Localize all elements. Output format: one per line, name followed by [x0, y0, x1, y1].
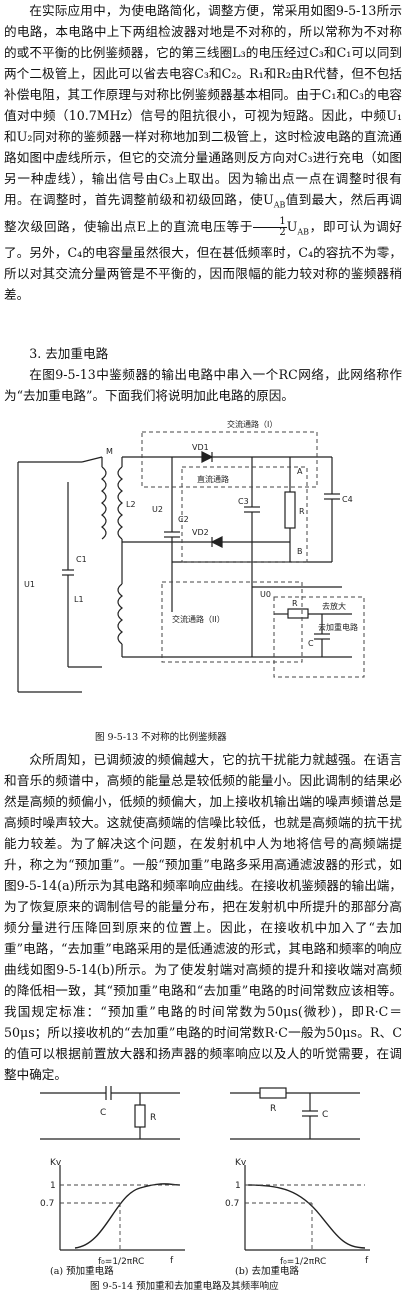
section-heading: 3. 去加重电路	[29, 346, 109, 361]
subcaption-a: (a) 预加重电路	[50, 1266, 114, 1277]
figure-ratio-detector-circuit: VD1 交流通路（I） 直流通路 VD2 交流通路（II） A B C4 C1 …	[17, 419, 365, 693]
label-b-fo: f₀=1/2πRC	[280, 1257, 326, 1267]
label-b-f: f	[365, 1256, 369, 1266]
paragraph-ratio-detector: 在实际应用中，为使电路简化，调整方便，常采用如图9-5-13所示的电路，本电路中…	[4, 3, 403, 303]
label-b-kv: Kv	[235, 1158, 247, 1168]
label-ac-path-top: 交流通路（I）	[227, 419, 277, 429]
label-l1: L1	[74, 595, 84, 604]
label-a-one: 1	[50, 1181, 56, 1191]
label-a-fo: f₀=1/2πRC	[98, 1257, 144, 1267]
label-b-r: R	[270, 1104, 276, 1114]
label-b-one: 1	[235, 1181, 241, 1191]
label-a-07: 0.7	[40, 1199, 54, 1209]
label-a-f: f	[170, 1256, 174, 1266]
label-u1: U1	[24, 580, 35, 589]
label-r2: R	[292, 599, 298, 608]
figure-caption-9-5-14: 图 9-5-14 预加重和去加重电路及其频率响应	[90, 1281, 279, 1292]
label-dc-path: 直流通路	[197, 474, 229, 484]
paragraph-preemphasis: 众所周知，已调频波的频偏越大，它的抗干扰能力就越强。在语言和音乐的频谱中，高频的…	[4, 752, 402, 1082]
label-u0: U0	[260, 590, 271, 599]
label-b-c: C	[322, 1110, 328, 1120]
label-a-c: C	[100, 1108, 106, 1118]
label-c3: C3	[238, 497, 249, 506]
label-point-a: A	[297, 467, 303, 476]
label-r: R	[299, 507, 305, 516]
label-to-amp: 去放大	[322, 601, 346, 611]
figure-preemphasis-deemphasis: C R R C Kv Kv 1 0.7 1 0.7 f f f₀=1/2πRC …	[40, 1086, 370, 1267]
label-point-b: B	[297, 547, 303, 556]
figure-caption-9-5-13: 图 9-5-13 不对称的比例鉴频器	[95, 732, 227, 743]
label-b-07: 0.7	[225, 1199, 239, 1209]
label-c4: C4	[342, 495, 353, 504]
label-ac-path-bottom: 交流通路（II）	[172, 614, 225, 624]
label-l2: L2	[126, 500, 136, 509]
label-m: M	[106, 447, 113, 456]
subcaption-b: (b) 去加重电路	[235, 1266, 300, 1277]
label-a-kv: Kv	[50, 1158, 62, 1168]
label-vd1: VD1	[192, 443, 209, 452]
label-vd2: VD2	[192, 528, 209, 537]
label-c: C	[308, 639, 314, 648]
label-c1: C1	[76, 555, 87, 564]
label-a-r: R	[150, 1113, 156, 1123]
label-u2: U2	[152, 505, 163, 514]
label-deemphasis: 去加重电路	[318, 622, 358, 632]
label-c2: C2	[178, 515, 189, 524]
paragraph-deemphasis-intro: 在图9-5-13中鉴频器的输出电路中串入一个RC网络，此网络称作为“去加重电路”…	[4, 367, 402, 403]
